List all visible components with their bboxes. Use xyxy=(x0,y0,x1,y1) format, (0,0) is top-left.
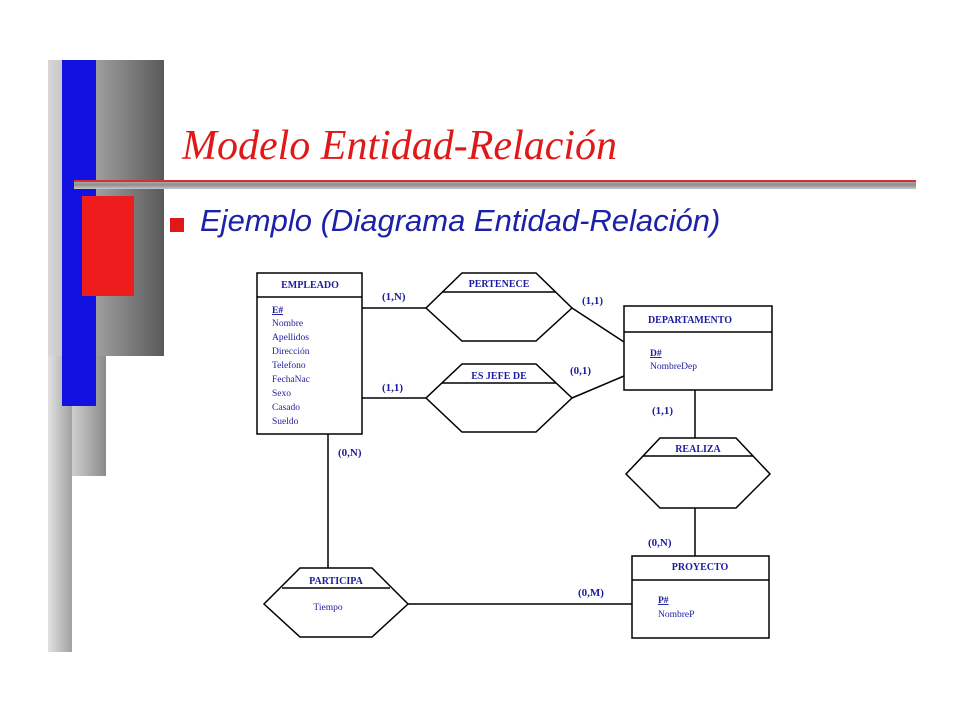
empleado-attr: FechaNac xyxy=(272,375,310,385)
cardinality-jefe-departamento: (0,1) xyxy=(570,365,591,377)
cardinality-pertenece-departamento: (1,1) xyxy=(582,295,603,307)
proyecto-key: P# xyxy=(658,596,669,606)
empleado-title: EMPLEADO xyxy=(281,280,339,291)
empleado-attr: Nombre xyxy=(272,319,303,329)
relationship-pertenece xyxy=(424,272,574,342)
slide-title: Modelo Entidad-Relación xyxy=(182,123,618,169)
bullet-marker xyxy=(170,218,184,232)
entity-empleado xyxy=(256,272,363,435)
edge-jefe-departamento xyxy=(571,375,625,399)
departamento-title: DEPARTAMENTO xyxy=(648,315,732,326)
cardinality-empleado-participa: (0,N) xyxy=(338,447,362,459)
proyecto-attr: NombreP xyxy=(658,610,694,620)
empleado-key: E# xyxy=(272,306,283,316)
title-divider-accent xyxy=(74,180,916,182)
participa-attr: Tiempo xyxy=(313,603,342,613)
cardinality-empleado-jefe: (1,1) xyxy=(382,382,403,394)
empleado-attr: Dirección xyxy=(272,347,310,357)
relationship-es-jefe-de xyxy=(424,363,574,433)
empleado-attr: Casado xyxy=(272,403,300,413)
title-divider xyxy=(74,180,916,189)
es-jefe-de-label: ES JEFE DE xyxy=(471,371,527,382)
entity-proyecto xyxy=(631,555,770,639)
decor-red-block xyxy=(82,196,134,296)
proyecto-title: PROYECTO xyxy=(672,562,729,573)
departamento-key: D# xyxy=(650,349,662,359)
bullet-text: Ejemplo (Diagrama Entidad-Relación) xyxy=(200,203,721,238)
entity-departamento xyxy=(623,305,773,391)
cardinality-empleado-pertenece: (1,N) xyxy=(382,291,406,303)
empleado-attr: Sexo xyxy=(272,389,291,399)
edge-pertenece-departamento xyxy=(571,307,625,343)
cardinality-participa-proyecto: (0,M) xyxy=(578,587,604,599)
departamento-attr: NombreDep xyxy=(650,362,697,372)
empleado-attr: Telefono xyxy=(272,360,306,371)
empleado-attr: Apellidos xyxy=(272,333,309,343)
participa-label: PARTICIPA xyxy=(309,576,363,587)
cardinality-realiza-proyecto: (0,N) xyxy=(648,537,672,549)
realiza-label: REALIZA xyxy=(675,444,721,455)
cardinality-departamento-realiza: (1,1) xyxy=(652,405,673,417)
pertenece-label: PERTENECE xyxy=(469,279,530,290)
relationship-participa xyxy=(262,567,410,638)
empleado-attr: Sueldo xyxy=(272,417,299,427)
